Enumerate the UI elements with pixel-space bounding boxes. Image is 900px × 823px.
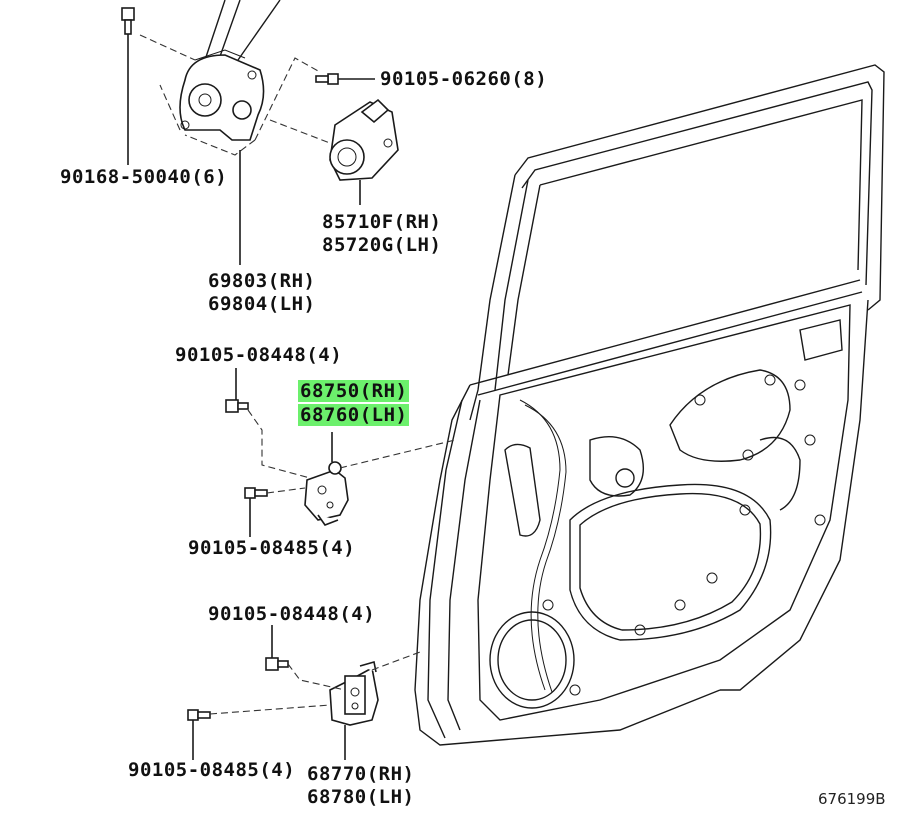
- highlight-upper-hinge-lh: 68760(LH): [298, 404, 410, 426]
- callout-motor-rh[interactable]: 85710F(RH): [322, 211, 442, 233]
- regulator-bolt: [121, 7, 135, 35]
- lower-hinge-bolt-a: [265, 657, 289, 671]
- lower-hinge: [329, 660, 379, 726]
- callout-regulator-lh[interactable]: 69804(LH): [208, 293, 316, 315]
- callout-upper-hinge-rh[interactable]: 68750(RH): [298, 380, 410, 402]
- motor-bolt: [315, 73, 339, 85]
- upper-hinge: [304, 461, 349, 526]
- lower-hinge-bolt-b: [187, 709, 211, 721]
- callout-lower-hinge-lh[interactable]: 68780(LH): [307, 786, 415, 808]
- callout-upper-hinge-bolt-b[interactable]: 90105-08485(4): [188, 537, 356, 559]
- rear-door-panel: [414, 64, 885, 746]
- callout-regulator-rh[interactable]: 69803(RH): [208, 270, 316, 292]
- callout-bolt-regulator[interactable]: 90168-50040(6): [60, 166, 228, 188]
- callout-lower-hinge-bolt-a[interactable]: 90105-08448(4): [208, 603, 376, 625]
- callout-upper-hinge-lh[interactable]: 68760(LH): [298, 404, 410, 426]
- callout-motor-lh[interactable]: 85720G(LH): [322, 234, 442, 256]
- upper-hinge-bolt-a: [225, 399, 249, 413]
- diagram-id: 676199B: [818, 790, 886, 808]
- callout-upper-hinge-bolt-a[interactable]: 90105-08448(4): [175, 344, 343, 366]
- window-regulator: [139, 0, 336, 156]
- callout-bolt-top[interactable]: 90105-06260(8): [380, 68, 548, 90]
- callout-lower-hinge-bolt-b[interactable]: 90105-08485(4): [128, 759, 296, 781]
- callout-lower-hinge-rh[interactable]: 68770(RH): [307, 763, 415, 785]
- upper-hinge-bolt-b: [244, 487, 268, 499]
- regulator-motor: [329, 98, 399, 181]
- highlight-upper-hinge-rh: 68750(RH): [298, 380, 410, 402]
